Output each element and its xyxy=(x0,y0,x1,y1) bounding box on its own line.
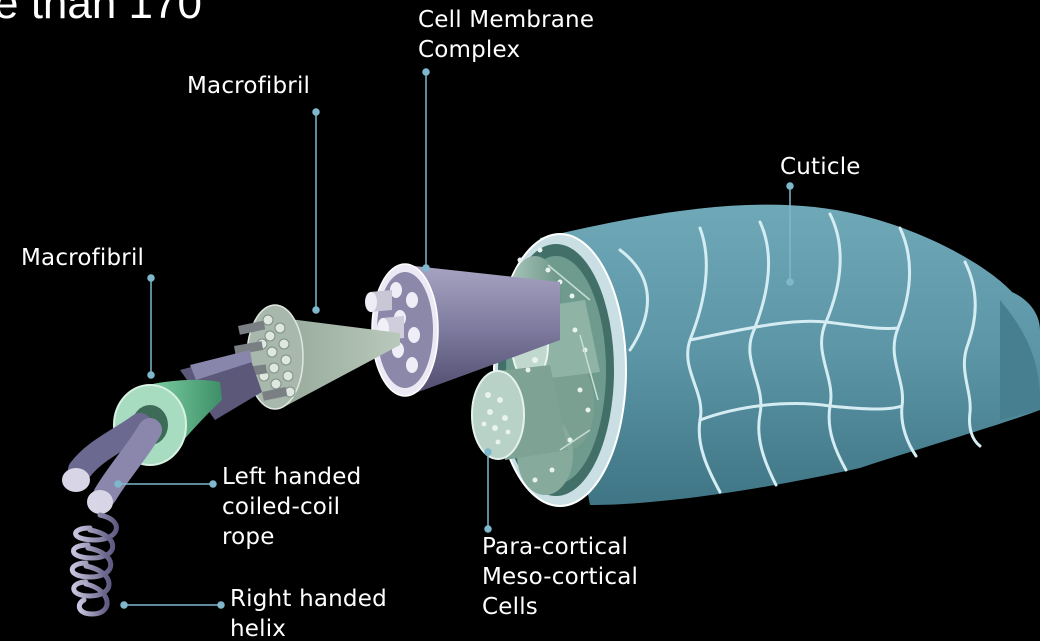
leader-macrofibril-left xyxy=(148,275,154,378)
label-macrofibril-upper: Macrofibril xyxy=(187,71,310,101)
leader-right-handed xyxy=(121,602,224,608)
label-cell-membrane-complex: Cell Membrane Complex xyxy=(418,5,594,65)
right-handed-helix xyxy=(72,515,116,614)
coiled-coil-rope xyxy=(62,425,150,514)
label-cuticle: Cuticle xyxy=(780,152,861,182)
leader-cortical-cells xyxy=(485,449,491,532)
label-macrofibril-left: Macrofibril xyxy=(21,243,144,273)
leader-macrofibril-upper xyxy=(313,109,319,313)
label-cortical-cells: Para-cortical Meso-cortical Cells xyxy=(482,532,638,622)
leader-left-handed xyxy=(115,481,216,487)
label-right-handed-helix: Right handed helix xyxy=(230,584,387,641)
label-left-handed-coiled-coil-rope: Left handed coiled-coil rope xyxy=(222,462,361,552)
leader-cell-membrane-complex xyxy=(423,69,429,271)
